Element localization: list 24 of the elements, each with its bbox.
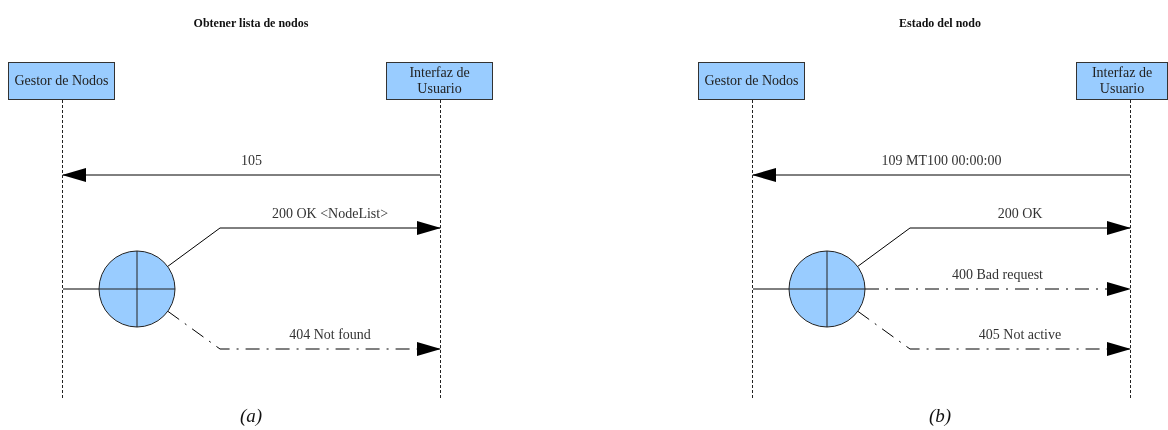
edge-label: 400 Bad request <box>950 267 1045 283</box>
arrow <box>752 168 1131 182</box>
connector-line <box>62 288 100 290</box>
arrow <box>864 282 1131 296</box>
panel-title: Estado del nodo <box>899 16 981 31</box>
lifeline <box>752 100 753 398</box>
lifeline <box>440 100 441 398</box>
participant-box: Gestor de Nodos <box>8 62 115 100</box>
arrow <box>857 221 1131 267</box>
participant-box: Gestor de Nodos <box>698 62 805 100</box>
arrow <box>62 168 441 182</box>
decision-circle <box>788 250 866 328</box>
panel-caption: (b) <box>928 405 952 427</box>
arrow <box>167 310 441 356</box>
participant-box: Interfaz de Usuario <box>1076 62 1168 100</box>
decision-circle <box>98 250 176 328</box>
panel-caption: (a) <box>239 405 263 427</box>
lifeline <box>1130 100 1131 398</box>
arrow <box>857 310 1131 356</box>
lifeline <box>62 100 63 398</box>
connector-line <box>752 288 790 290</box>
panel-title: Obtener lista de nodos <box>193 16 309 31</box>
participant-box: Interfaz de Usuario <box>386 62 493 100</box>
arrow <box>167 221 441 267</box>
